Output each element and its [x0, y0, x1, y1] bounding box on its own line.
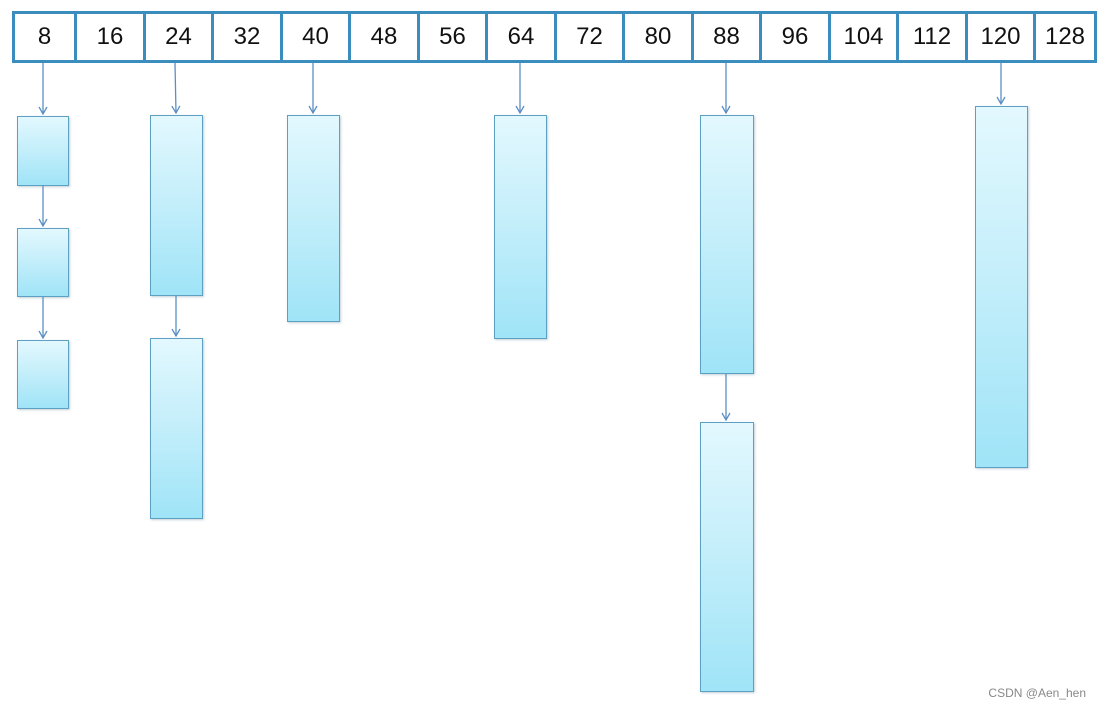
bucket-cell-72: 72 [554, 14, 622, 60]
memory-block [150, 338, 203, 519]
memory-block [700, 115, 754, 374]
bucket-cell-88: 88 [691, 14, 759, 60]
bucket-cell-80: 80 [622, 14, 691, 60]
bucket-cell-48: 48 [348, 14, 417, 60]
bucket-cell-64: 64 [485, 14, 554, 60]
bucket-array: 8 16 24 32 40 48 56 64 72 80 88 96 104 1… [12, 11, 1097, 63]
bucket-cell-16: 16 [74, 14, 143, 60]
bucket-label: 8 [37, 23, 52, 50]
bucket-cell-96: 96 [759, 14, 828, 60]
bucket-cell-8: 8 [15, 14, 74, 60]
bucket-label: 88 [713, 23, 740, 50]
bucket-label: 80 [644, 23, 672, 50]
memory-block [17, 228, 69, 297]
bucket-label: 40 [302, 23, 329, 50]
bucket-label: 72 [576, 23, 603, 50]
bucket-label: 56 [439, 23, 466, 50]
bucket-cell-32: 32 [211, 14, 280, 60]
bucket-label: 32 [233, 23, 261, 50]
bucket-label: 112 [912, 23, 952, 50]
bucket-label: 64 [507, 23, 535, 50]
pointer-arrow [171, 62, 181, 115]
memory-block [17, 340, 69, 409]
bucket-label: 16 [96, 23, 124, 50]
bucket-label: 128 [1044, 23, 1086, 50]
bucket-label: 96 [781, 23, 809, 50]
bucket-cell-120: 120 [965, 14, 1033, 60]
memory-block [975, 106, 1028, 468]
bucket-label: 104 [843, 23, 884, 50]
memory-block [150, 115, 203, 296]
bucket-label: 24 [165, 23, 192, 50]
bucket-cell-56: 56 [417, 14, 485, 60]
bucket-label: 48 [370, 23, 398, 50]
watermark: CSDN @Aen_hen [988, 686, 1086, 700]
bucket-cell-24: 24 [143, 14, 211, 60]
bucket-label: 120 [980, 23, 1021, 50]
memory-block [287, 115, 340, 322]
bucket-cell-104: 104 [828, 14, 896, 60]
memory-block [17, 116, 69, 186]
bucket-cell-112: 112 [896, 14, 965, 60]
memory-block [700, 422, 754, 692]
bucket-cell-128: 128 [1033, 14, 1094, 60]
bucket-cell-40: 40 [280, 14, 348, 60]
memory-block [494, 115, 547, 339]
